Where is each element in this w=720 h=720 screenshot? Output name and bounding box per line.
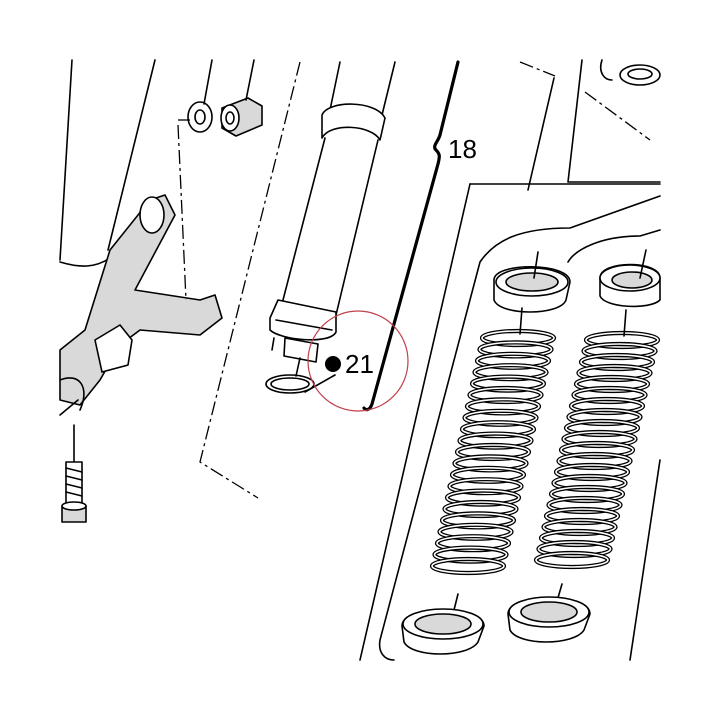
spring-seat-bottom-right	[507, 583, 591, 643]
spring-coil-highlight	[443, 501, 518, 517]
highlight-circle	[307, 310, 409, 412]
spring-leader-line	[519, 307, 523, 335]
spring-coil-highlight	[540, 530, 614, 546]
spring-coil-highlight	[577, 365, 652, 381]
frame-bracket	[59, 59, 223, 416]
spring-seat-top-right	[599, 249, 661, 308]
spring-coil-highlight	[567, 409, 642, 425]
spring-coil-highlight	[582, 343, 657, 359]
spring-coil-highlight	[557, 453, 632, 469]
spring-coil-highlight	[575, 376, 649, 392]
spring-coil-highlight	[461, 421, 535, 438]
spring-coil-highlight	[473, 364, 548, 381]
spring-coil-highlight	[438, 523, 513, 540]
snap-ring-part	[265, 357, 336, 394]
top-right-inset	[519, 59, 661, 191]
spring-coil-highlight	[580, 354, 654, 370]
adjuster-nut-part	[220, 59, 263, 137]
fork-tube-part	[269, 61, 396, 363]
spring-coil-highlight	[545, 508, 619, 524]
spring-coil-highlight	[446, 489, 520, 506]
spring-leader-line	[623, 309, 627, 337]
callout-18-label: 18	[448, 134, 477, 164]
spring-coil-highlight	[433, 546, 508, 563]
callout-21-label: 21	[345, 349, 374, 379]
spring-coil-highlight	[481, 330, 555, 346]
axis-line-left	[177, 124, 187, 301]
spring-coil-highlight	[560, 442, 634, 458]
axis-line-fork	[199, 61, 301, 499]
spring-coil-highlight	[458, 432, 533, 449]
spring-coil-highlight	[468, 387, 543, 403]
spring-coil-highlight	[535, 552, 609, 568]
fork-spring-right	[533, 309, 661, 570]
spring-coil-highlight	[562, 431, 637, 447]
spring-coil-highlight	[555, 464, 629, 480]
spring-coil-highlight	[463, 409, 538, 426]
spring-coil-highlight	[476, 352, 550, 369]
spring-coil-highlight	[537, 541, 612, 557]
spring-coil-highlight	[471, 375, 545, 392]
spring-coil-highlight	[542, 519, 617, 535]
spring-coil-highlight	[448, 478, 523, 495]
spring-coil-highlight	[466, 398, 540, 415]
spring-coil-highlight	[547, 497, 622, 513]
spring-coil-highlight	[550, 486, 624, 502]
spring-coil-highlight	[572, 387, 647, 403]
spring-coil-highlight	[441, 512, 515, 529]
spring-seat-bottom-left	[401, 593, 485, 655]
spring-coil-highlight	[570, 398, 644, 414]
spring-coil-highlight	[456, 444, 530, 460]
spring-coil-highlight	[431, 558, 505, 574]
springs-panel	[359, 183, 661, 661]
spring-coil-highlight	[436, 535, 510, 552]
washer-part	[187, 59, 213, 133]
assembly-bracket	[362, 60, 460, 412]
spring-coil-highlight	[585, 332, 659, 348]
bolt-part	[61, 424, 87, 523]
fork-spring-left	[429, 307, 557, 576]
spring-coil-highlight	[478, 341, 553, 358]
spring-coil-highlight	[552, 475, 627, 491]
filled-circle-bullet-icon	[325, 356, 341, 372]
spring-coil-highlight	[565, 420, 639, 436]
spring-coil-highlight	[451, 466, 525, 483]
spring-seat-top-left	[493, 251, 571, 313]
spring-coil-highlight	[453, 455, 528, 472]
